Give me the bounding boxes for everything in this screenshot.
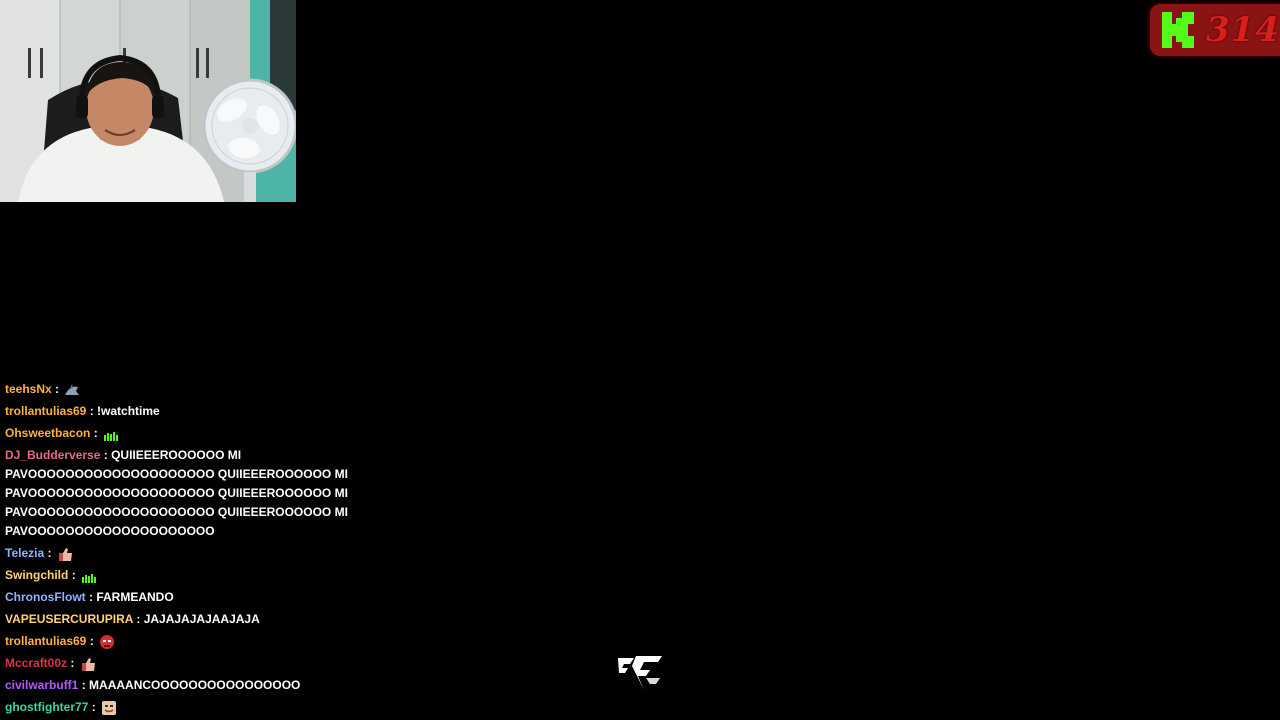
thumbs-up-emote-icon xyxy=(78,656,96,671)
chat-message: civilwarbuff1 : MAAAANCOOOOOOOOOOOOOOOO xyxy=(3,676,433,695)
chat-username: DJ_Budderverse xyxy=(5,448,101,462)
shark-emote-icon xyxy=(62,382,80,396)
kick-logo-icon xyxy=(1160,10,1196,50)
chat-username: teehsNx xyxy=(5,382,52,396)
chat-separator: : xyxy=(55,382,60,396)
chat-separator: : xyxy=(103,448,108,462)
chat-text: FARMEANDO xyxy=(96,590,174,604)
chat-separator: : xyxy=(81,678,86,692)
face-emote-icon xyxy=(99,700,117,715)
chat-message: Telezia : xyxy=(3,544,433,563)
chat-message: Mccraft00z : xyxy=(3,654,433,673)
chat-message: teehsNx : xyxy=(3,380,433,399)
chat-message: trollantulias69 : xyxy=(3,632,433,651)
chat-message: Ohsweetbacon : xyxy=(3,424,433,443)
chat-message: VAPEUSERCURUPIRA : JAJAJAJAJAAJAJA xyxy=(3,610,433,629)
chat-username: Mccraft00z xyxy=(5,656,68,670)
chat-message: DJ_Budderverse : QUIIEEEROOOOOO MI PAVOO… xyxy=(3,446,433,541)
chat-separator: : xyxy=(70,656,75,670)
chat-message: Swingchild : xyxy=(3,566,433,585)
chat-username: civilwarbuff1 xyxy=(5,678,79,692)
chat-username: ChronosFlowt xyxy=(5,590,86,604)
chat-message: ChronosFlowt : FARMEANDO xyxy=(3,588,433,607)
chat-separator: : xyxy=(89,634,94,648)
green-bars-emote-icon xyxy=(79,568,97,583)
chat-text: QUIIEEEROOOOOO MI PAVOOOOOOOOOOOOOOOOOOO… xyxy=(5,448,348,538)
chat-text: !watchtime xyxy=(97,404,160,418)
chat-separator: : xyxy=(47,546,52,560)
viewer-count: 314 xyxy=(1206,10,1280,50)
chat-separator: : xyxy=(93,426,98,440)
chat-username: trollantulias69 xyxy=(5,404,87,418)
chat-username: ghostfighter77 xyxy=(5,700,89,714)
chat-username: Telezia xyxy=(5,546,45,560)
chat-separator: : xyxy=(91,700,96,714)
chat-username: VAPEUSERCURUPIRA xyxy=(5,612,134,626)
chat-message: trollantulias69 : !watchtime xyxy=(3,402,433,421)
chat-message: ghostfighter77 : xyxy=(3,698,433,717)
chat-username: trollantulias69 xyxy=(5,634,87,648)
chat-text: MAAAANCOOOOOOOOOOOOOOOO xyxy=(89,678,301,692)
webcam-image xyxy=(0,0,296,202)
thumbs-up-emote-icon xyxy=(55,546,73,561)
green-bars-emote-icon xyxy=(101,426,119,441)
chat-separator: : xyxy=(89,590,93,604)
viewer-count-badge: 314 xyxy=(1150,4,1280,56)
ea-sports-fc-logo-icon xyxy=(616,652,666,692)
angry-face-emote-icon xyxy=(97,634,115,649)
chat-separator: : xyxy=(71,568,76,582)
chat-username: Swingchild xyxy=(5,568,69,582)
chat-separator: : xyxy=(136,612,141,626)
chat-separator: : xyxy=(89,404,94,418)
webcam-feed xyxy=(0,0,296,202)
chat-text: JAJAJAJAJAAJAJA xyxy=(143,612,260,626)
chat-username: Ohsweetbacon xyxy=(5,426,91,440)
